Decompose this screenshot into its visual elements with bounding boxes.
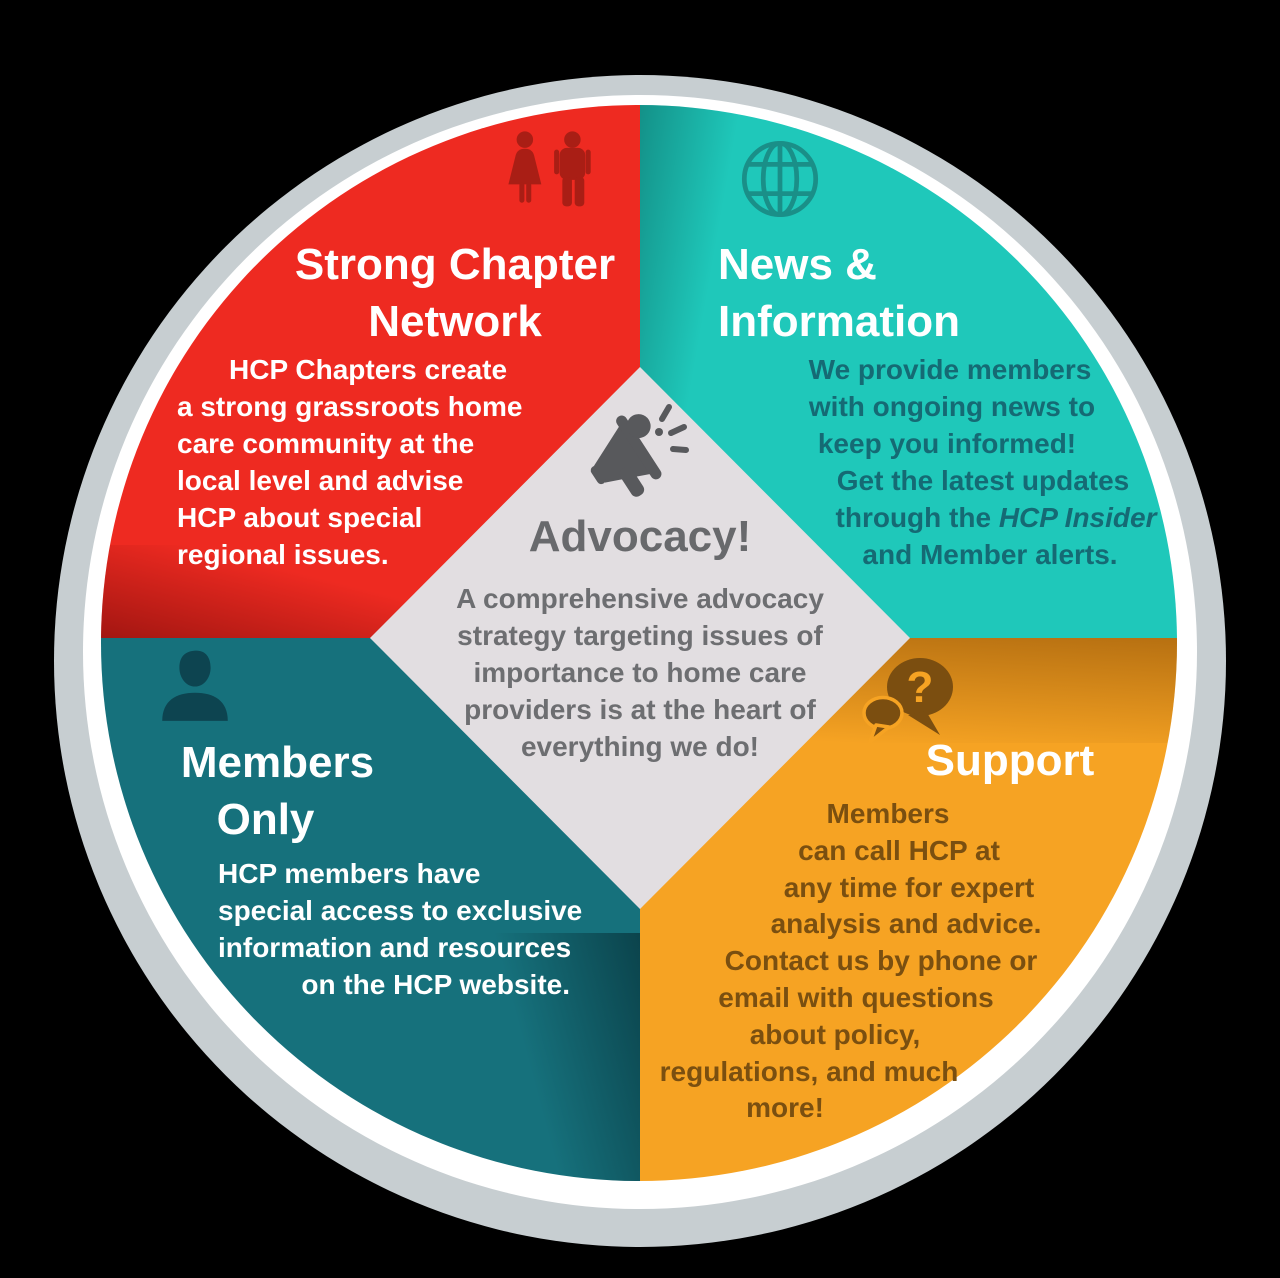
news-information-body: We provide members with ongoing news to … — [808, 354, 1157, 570]
advocacy-title: Advocacy! — [528, 512, 752, 561]
svg-text:?: ? — [907, 663, 934, 712]
globe-icon — [741, 140, 819, 218]
hcp-insider-italic: HCP Insider — [998, 502, 1157, 533]
person-icon — [162, 650, 228, 721]
members-only-title: Members Only — [180, 738, 375, 844]
advocacy-body: A comprehensive advocacy strategy target… — [456, 583, 824, 762]
support-title: Support — [925, 736, 1095, 785]
strong-chapter-title: Strong Chapter Network — [294, 240, 616, 346]
couple-icon — [508, 131, 591, 207]
strong-chapter-body: HCP Chapters create a strong grassroots … — [177, 354, 523, 570]
members-only-body: HCP members have special access to exclu… — [218, 858, 583, 1000]
support-body: Members can call HCP at any time for exp… — [659, 798, 1042, 1124]
news-information-title: News & Information — [718, 240, 960, 346]
megaphone-icon — [590, 404, 689, 497]
question-bubbles-icon: ? — [862, 658, 953, 744]
